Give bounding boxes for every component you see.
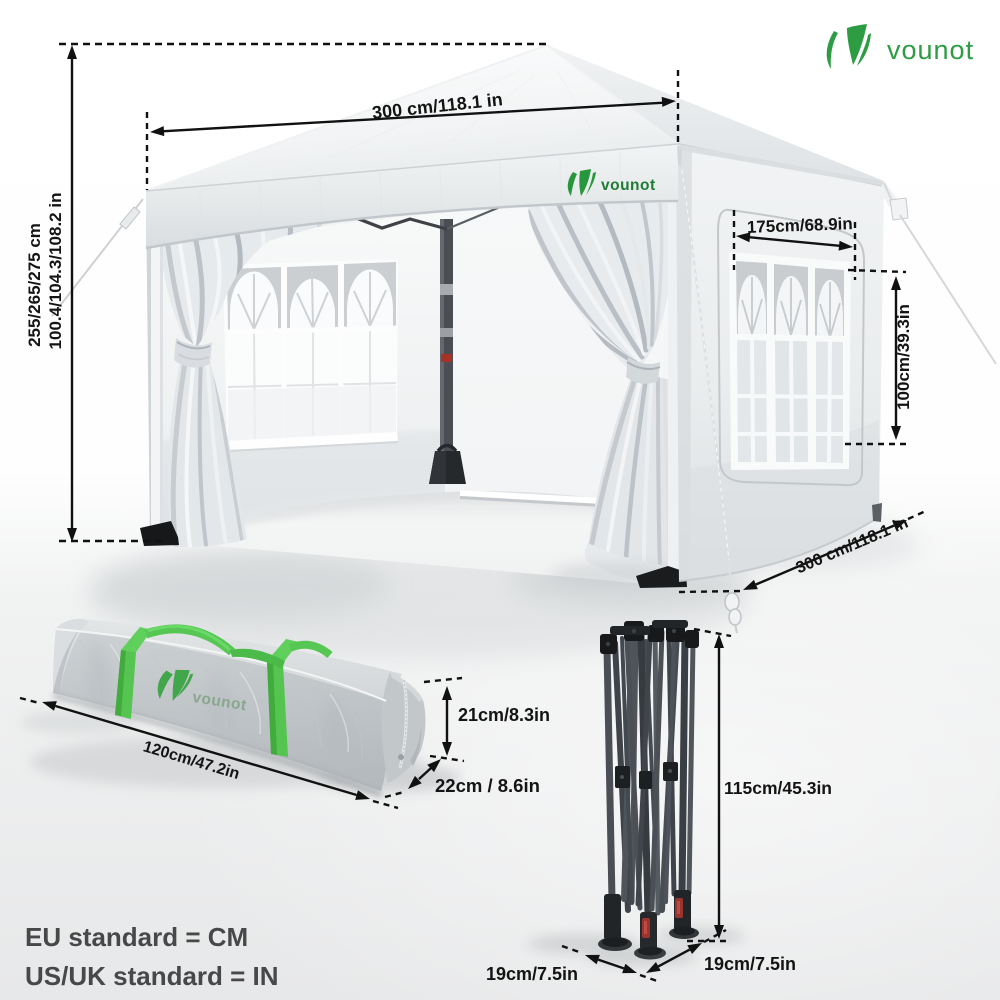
svg-text:19cm/7.5in: 19cm/7.5in	[704, 954, 796, 974]
svg-text:vounot: vounot	[887, 35, 974, 65]
svg-text:100.4/104.3/108.2 in: 100.4/104.3/108.2 in	[46, 193, 65, 350]
svg-text:19cm/7.5in: 19cm/7.5in	[486, 964, 578, 984]
svg-text:175cm/68.9in: 175cm/68.9in	[747, 214, 853, 237]
svg-text:vounot: vounot	[601, 177, 656, 194]
svg-text:21cm/8.3in: 21cm/8.3in	[458, 705, 550, 725]
svg-text:115cm/45.3in: 115cm/45.3in	[724, 778, 832, 798]
svg-text:US/UK standard = IN: US/UK standard = IN	[25, 961, 279, 991]
svg-text:22cm / 8.6in: 22cm / 8.6in	[435, 775, 540, 796]
svg-text:255/265/275 cm: 255/265/275 cm	[25, 223, 44, 347]
svg-text:EU standard = CM: EU standard = CM	[25, 922, 248, 952]
svg-text:100cm/39.3in: 100cm/39.3in	[894, 304, 913, 410]
